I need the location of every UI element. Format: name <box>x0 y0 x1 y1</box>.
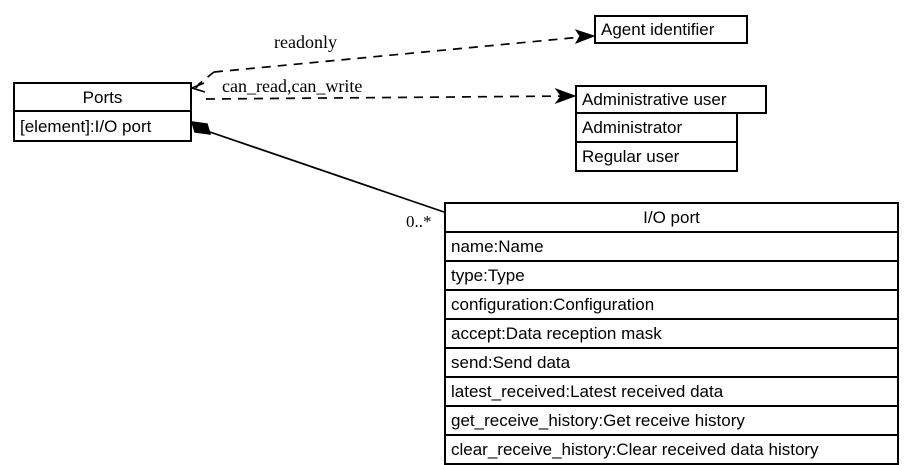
edge-label-multiplicity: 0..* <box>406 212 432 231</box>
class-attribute-row: type:Type <box>444 262 899 291</box>
edge-label-can-read-can-write: can_read,can_write <box>222 76 363 96</box>
class-name-ports: Ports <box>13 82 192 112</box>
class-attribute-row: get_receive_history:Get receive history <box>444 407 899 436</box>
edge-readonly-line <box>213 35 593 73</box>
class-name-agent-identifier: Agent identifier <box>594 15 748 44</box>
class-attribute-row: latest_received:Latest received data <box>444 378 899 407</box>
class-attribute-row: configuration:Configuration <box>444 291 899 320</box>
class-box-agent-identifier[interactable]: Agent identifier <box>594 15 748 44</box>
class-box-administrative-user[interactable]: Administrative user Administrator Regula… <box>575 85 767 172</box>
edge-can-read-can-write-line <box>205 95 574 100</box>
class-attribute-row: send:Send data <box>444 349 899 378</box>
class-attribute-row: [element]:I/O port <box>13 112 192 142</box>
edge-readonly-arrowhead-icon <box>574 29 596 44</box>
class-attribute-row: clear_receive_history:Clear received dat… <box>444 436 899 465</box>
edge-readonly-tail <box>195 71 215 89</box>
class-attribute-row: Regular user <box>575 143 738 172</box>
class-attribute-row: Administrator <box>575 114 738 143</box>
edge-label-readonly: readonly <box>274 32 337 52</box>
class-name-io-port: I/O port <box>444 202 899 233</box>
filled-diamond-icon <box>190 121 212 135</box>
class-attribute-row: name:Name <box>444 233 899 262</box>
class-box-ports[interactable]: Ports [element]:I/O port <box>13 82 192 142</box>
class-name-administrative-user: Administrative user <box>575 85 767 114</box>
class-box-io-port[interactable]: I/O port name:Name type:Type configurati… <box>444 202 899 465</box>
edge-can-read-can-write-arrowhead-icon <box>554 87 577 105</box>
edge-composition-line <box>203 129 445 213</box>
edge-readonly-arrowhead-open <box>189 82 206 93</box>
class-attribute-row: accept:Data reception mask <box>444 320 899 349</box>
